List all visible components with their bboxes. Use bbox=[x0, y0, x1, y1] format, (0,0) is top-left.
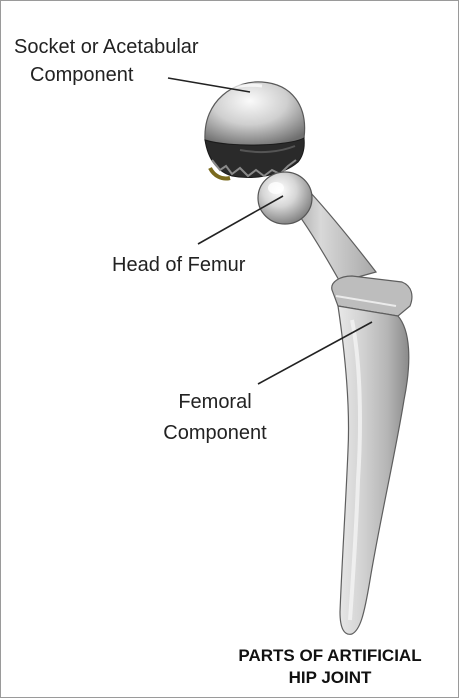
femoral-label-line2: Component bbox=[150, 421, 280, 445]
femoral-label-line1: Femoral bbox=[150, 390, 280, 414]
socket-label-line2: Component bbox=[30, 63, 199, 87]
diagram-caption: PARTS OF ARTIFICIAL HIP JOINT bbox=[205, 645, 455, 689]
socket-label: Socket or Acetabular Component bbox=[14, 35, 199, 87]
femoral-stem bbox=[284, 192, 412, 634]
acetabular-cup bbox=[205, 82, 305, 179]
caption-line2: HIP JOINT bbox=[205, 667, 455, 689]
head-of-femur-label: Head of Femur bbox=[112, 253, 245, 277]
femoral-component-label: Femoral Component bbox=[150, 390, 280, 445]
caption-line1: PARTS OF ARTIFICIAL bbox=[205, 645, 455, 667]
femoral-head bbox=[258, 172, 312, 224]
socket-label-line1: Socket or Acetabular bbox=[14, 35, 199, 59]
